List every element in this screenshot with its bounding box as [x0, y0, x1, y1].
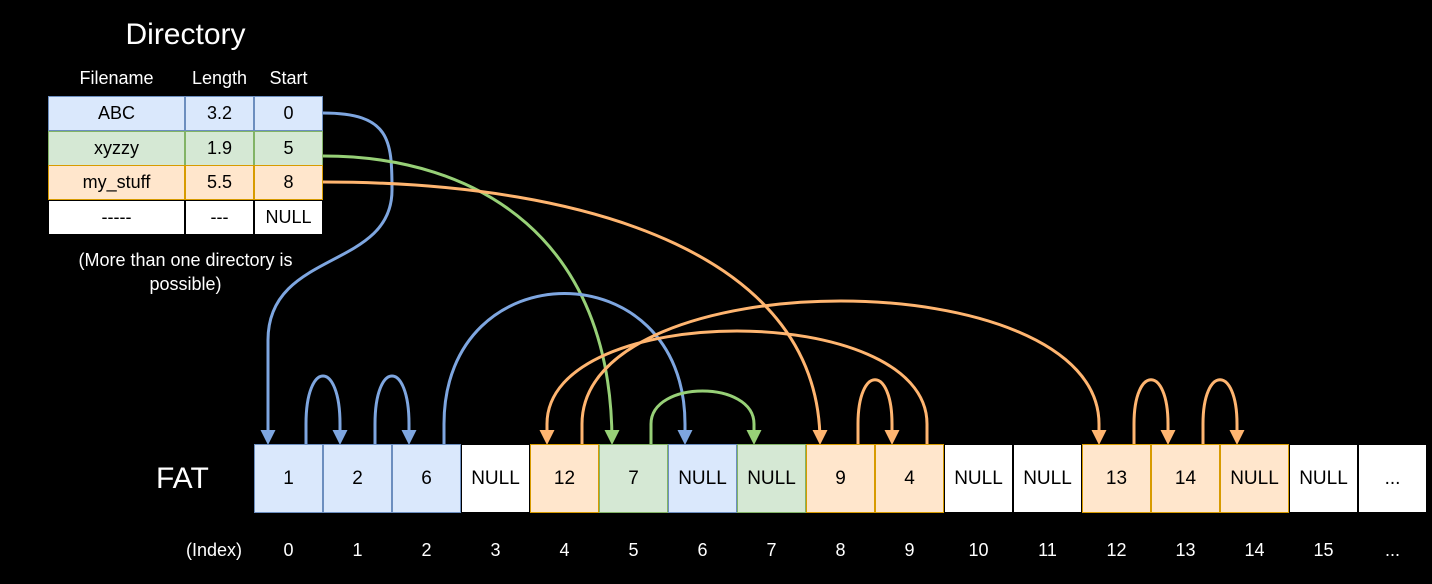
fat-index: 0: [283, 540, 294, 560]
directory-cell-length: 5.5: [185, 165, 254, 200]
fat-index: 8: [835, 540, 846, 560]
fat-index: 3: [490, 540, 501, 560]
pointer-arrow-my_stuff: [539, 329, 929, 445]
pointer-arrow-xyzzy: [322, 154, 620, 445]
fat-index: 13: [1175, 540, 1196, 560]
fat-cell: 7: [599, 444, 668, 513]
pointer-arrow-my_stuff: [322, 180, 828, 445]
fat-cell: 6: [392, 444, 461, 513]
header-filename: Filename: [79, 68, 154, 88]
fat-cell: 9: [806, 444, 875, 513]
pointer-arrow-ABC: [373, 374, 417, 445]
fat-cell: 13: [1082, 444, 1151, 513]
fat-cell: NULL: [1013, 444, 1082, 513]
directory-cell-filename: ABC: [48, 96, 185, 131]
pointer-arrow-ABC: [442, 292, 693, 445]
pointer-arrow-xyzzy: [649, 389, 762, 445]
directory-note: (More than one directory is possible): [78, 250, 293, 294]
fat-cell: 1: [254, 444, 323, 513]
fat-cell: NULL: [1289, 444, 1358, 513]
fat-index: 5: [628, 540, 639, 560]
pointer-arrow-my_stuff: [1132, 378, 1176, 445]
header-length: Length: [191, 68, 248, 88]
header-start: Start: [269, 68, 308, 88]
fat-cell: 4: [875, 444, 944, 513]
fat-cell: NULL: [737, 444, 806, 513]
directory-cell-start: 0: [254, 96, 323, 131]
fat-index: 9: [904, 540, 915, 560]
directory-cell-filename: xyzzy: [48, 130, 185, 166]
fat-cell: 2: [323, 444, 392, 513]
directory-cell-start: 8: [254, 165, 323, 200]
fat-index: 10: [968, 540, 989, 560]
fat-cell: NULL: [944, 444, 1013, 513]
fat-index: 11: [1038, 540, 1057, 560]
index-label: (Index): [186, 540, 243, 560]
fat-cell: NULL: [668, 444, 737, 513]
directory-cell-length: 3.2: [185, 96, 254, 131]
fat-index: 12: [1106, 540, 1127, 560]
pointer-arrow-my_stuff: [856, 378, 900, 445]
fat-cell: NULL: [461, 444, 530, 513]
fat-cell: NULL: [1220, 444, 1289, 513]
directory-cell-length: ---: [185, 199, 254, 235]
fat-index: 2: [421, 540, 432, 560]
directory-title: Directory: [125, 18, 246, 51]
fat-index: 6: [697, 540, 708, 560]
pointer-arrow-ABC: [304, 374, 348, 445]
directory-cell-start: NULL: [254, 199, 323, 235]
fat-index: 1: [352, 540, 363, 560]
pointer-arrow-my_stuff: [1201, 378, 1245, 445]
fat-index: 7: [766, 540, 777, 560]
pointer-arrow-ABC: [260, 111, 394, 445]
fat-cell: ...: [1358, 444, 1427, 513]
directory-cell-start: 5: [254, 130, 323, 166]
directory-cell-length: 1.9: [185, 130, 254, 166]
fat-index: 15: [1313, 540, 1334, 560]
directory-cell-filename: my_stuff: [48, 165, 185, 200]
directory-cell-filename: -----: [48, 199, 185, 235]
fat-cell: 14: [1151, 444, 1220, 513]
fat-index: ...: [1384, 540, 1400, 560]
fat-index: 4: [559, 540, 570, 560]
pointer-arrow-my_stuff: [580, 299, 1107, 445]
fat-label: FAT: [156, 462, 209, 495]
fat-index: 14: [1244, 540, 1265, 560]
fat-cell: 12: [530, 444, 599, 513]
